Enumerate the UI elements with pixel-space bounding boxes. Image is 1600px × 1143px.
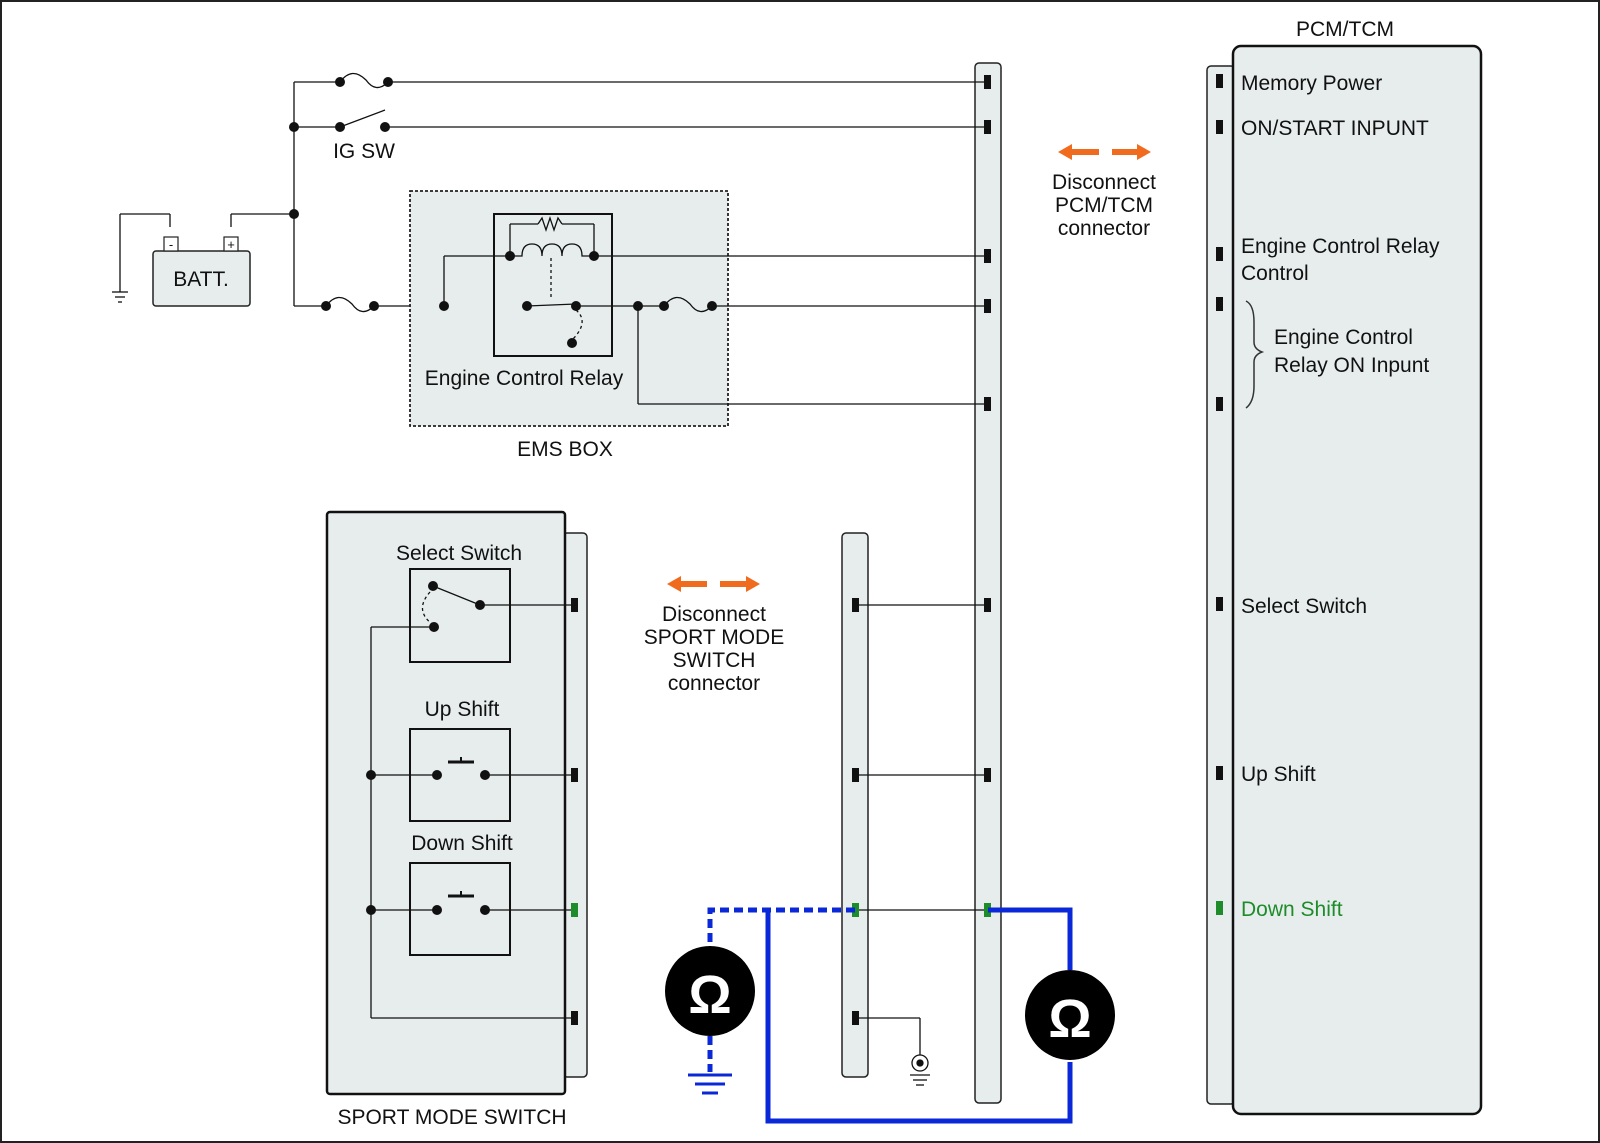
sport-pin-select <box>571 598 578 612</box>
sport-notice-line1: Disconnect <box>662 603 766 626</box>
pcm-pin-memory-power <box>1216 74 1223 88</box>
sport-disconnect-notice: Disconnect SPORT MODE SWITCH connector <box>644 576 784 695</box>
battery-pos-sign: + <box>227 237 235 252</box>
ohmmeter-left: Ω <box>665 946 755 1036</box>
pcm-notice-line2: PCM/TCM <box>1055 194 1153 217</box>
sport-pin-up <box>571 768 578 782</box>
relay-coil <box>509 215 595 341</box>
main-connector-bar <box>974 62 1002 1104</box>
sport-mode-switch: Select Switch Up Shift <box>325 510 588 1129</box>
engine-control-relay-label: Engine Control Relay <box>425 367 624 390</box>
ems-junctions <box>439 251 717 348</box>
ohm-icon: Ω <box>688 965 731 1025</box>
sport-notice-line4: connector <box>668 672 760 695</box>
pcm-pin-up-shift <box>1216 766 1223 780</box>
pcm-pin-relay-on-2 <box>1216 397 1223 411</box>
down-shift-dots <box>366 905 490 915</box>
sport-notice-line2: SPORT MODE <box>644 626 784 649</box>
battery-ground-symbol <box>112 291 128 303</box>
ohm-icon: Ω <box>1048 989 1091 1049</box>
sport-pin-down <box>571 903 578 917</box>
down-shift-box <box>409 862 511 956</box>
right-meter-probe-bottom <box>765 910 1073 1124</box>
pcm-pin-select-switch <box>1216 597 1223 611</box>
pcm-label-relay-control-1: Engine Control Relay <box>1241 235 1440 258</box>
sport-disconnect-arrows <box>667 576 760 592</box>
up-shift-label: Up Shift <box>425 698 500 721</box>
battery-label: BATT. <box>173 268 229 291</box>
battery-neg-terminal <box>163 236 179 252</box>
pcm-pin-on-start <box>1216 120 1223 134</box>
pcm-pin-relay-on-1 <box>1216 297 1223 311</box>
battery: - + BATT. <box>152 236 251 307</box>
ems-wiring <box>443 255 988 405</box>
intermediate-pin-up <box>852 768 859 782</box>
engine-control-relay-box <box>493 213 613 357</box>
intermediate-pin-select <box>852 598 859 612</box>
ems-box-label: EMS BOX <box>517 438 613 461</box>
pcm-brace <box>1245 300 1265 409</box>
pcm-label-relay-on-1: Engine Control <box>1274 326 1413 349</box>
up-shift-contacts <box>371 757 574 776</box>
battery-body <box>152 250 251 307</box>
pcm-title: PCM/TCM <box>1296 18 1394 41</box>
pcm-label-down-shift: Down Shift <box>1241 898 1343 921</box>
ohmmeter-right: Ω <box>1025 970 1115 1060</box>
intermediate-wiring <box>855 604 988 1055</box>
ig-switch-label: IG SW <box>333 140 395 163</box>
sport-connector-housing <box>562 532 588 1078</box>
pcm-pin-relay-control <box>1216 247 1223 261</box>
select-switch-box <box>409 568 511 663</box>
pcm-notice-line1: Disconnect <box>1052 171 1156 194</box>
pcm-body <box>1231 44 1483 1116</box>
up-shift-dots <box>366 770 490 780</box>
main-connector-housing <box>974 62 1002 1104</box>
chassis-ground-symbol <box>910 1054 930 1086</box>
power-wiring <box>119 72 988 313</box>
pcm-label-up-shift: Up Shift <box>1241 763 1316 786</box>
left-meter-probe-top <box>707 907 855 948</box>
ohmmeter-right-body <box>1025 970 1115 1060</box>
sport-pin-ground <box>571 1011 578 1025</box>
meter-ground-symbol <box>688 1073 732 1095</box>
pcm-notice-line3: connector <box>1058 217 1150 240</box>
pcm-label-relay-on-2: Relay ON Inpunt <box>1274 354 1429 377</box>
pcm-label-select-switch: Select Switch <box>1241 595 1367 618</box>
pcm-label-memory-power: Memory Power <box>1241 72 1382 95</box>
intermediate-connector <box>841 532 988 1086</box>
main-connector-pins <box>984 75 991 917</box>
battery-neg-sign: - <box>169 237 173 252</box>
ems-box: Engine Control Relay EMS BOX <box>409 190 988 461</box>
right-meter-probe-top <box>988 907 1073 970</box>
pcm-tcm-module: PCM/TCM Memory Power ON/START INPUNT Eng… <box>1206 18 1483 1116</box>
intermediate-pin-ground <box>852 1011 859 1025</box>
sport-notice-line3: SWITCH <box>673 649 756 672</box>
select-switch-label: Select Switch <box>396 542 522 565</box>
battery-pos-terminal <box>223 236 239 252</box>
pcm-label-relay-control-2: Control <box>1241 262 1309 285</box>
power-junctions <box>289 77 393 311</box>
ohmmeter-left-body <box>665 946 755 1036</box>
pcm-label-on-start: ON/START INPUNT <box>1241 117 1429 140</box>
pcm-disconnect-notice: Disconnect PCM/TCM connector <box>1052 144 1156 240</box>
intermediate-pin-down <box>852 903 859 917</box>
down-shift-label: Down Shift <box>411 832 513 855</box>
select-switch-contacts <box>370 585 574 1019</box>
pcm-connector-housing <box>1206 65 1236 1105</box>
sport-mode-switch-label: SPORT MODE SWITCH <box>337 1106 566 1129</box>
pcm-pin-down-shift <box>1216 901 1223 915</box>
intermediate-connector-housing <box>841 532 869 1078</box>
select-switch-dots <box>428 581 485 632</box>
down-shift-contacts <box>371 891 574 911</box>
meter-probes <box>707 907 1073 1124</box>
pcm-disconnect-arrows <box>1058 144 1151 160</box>
